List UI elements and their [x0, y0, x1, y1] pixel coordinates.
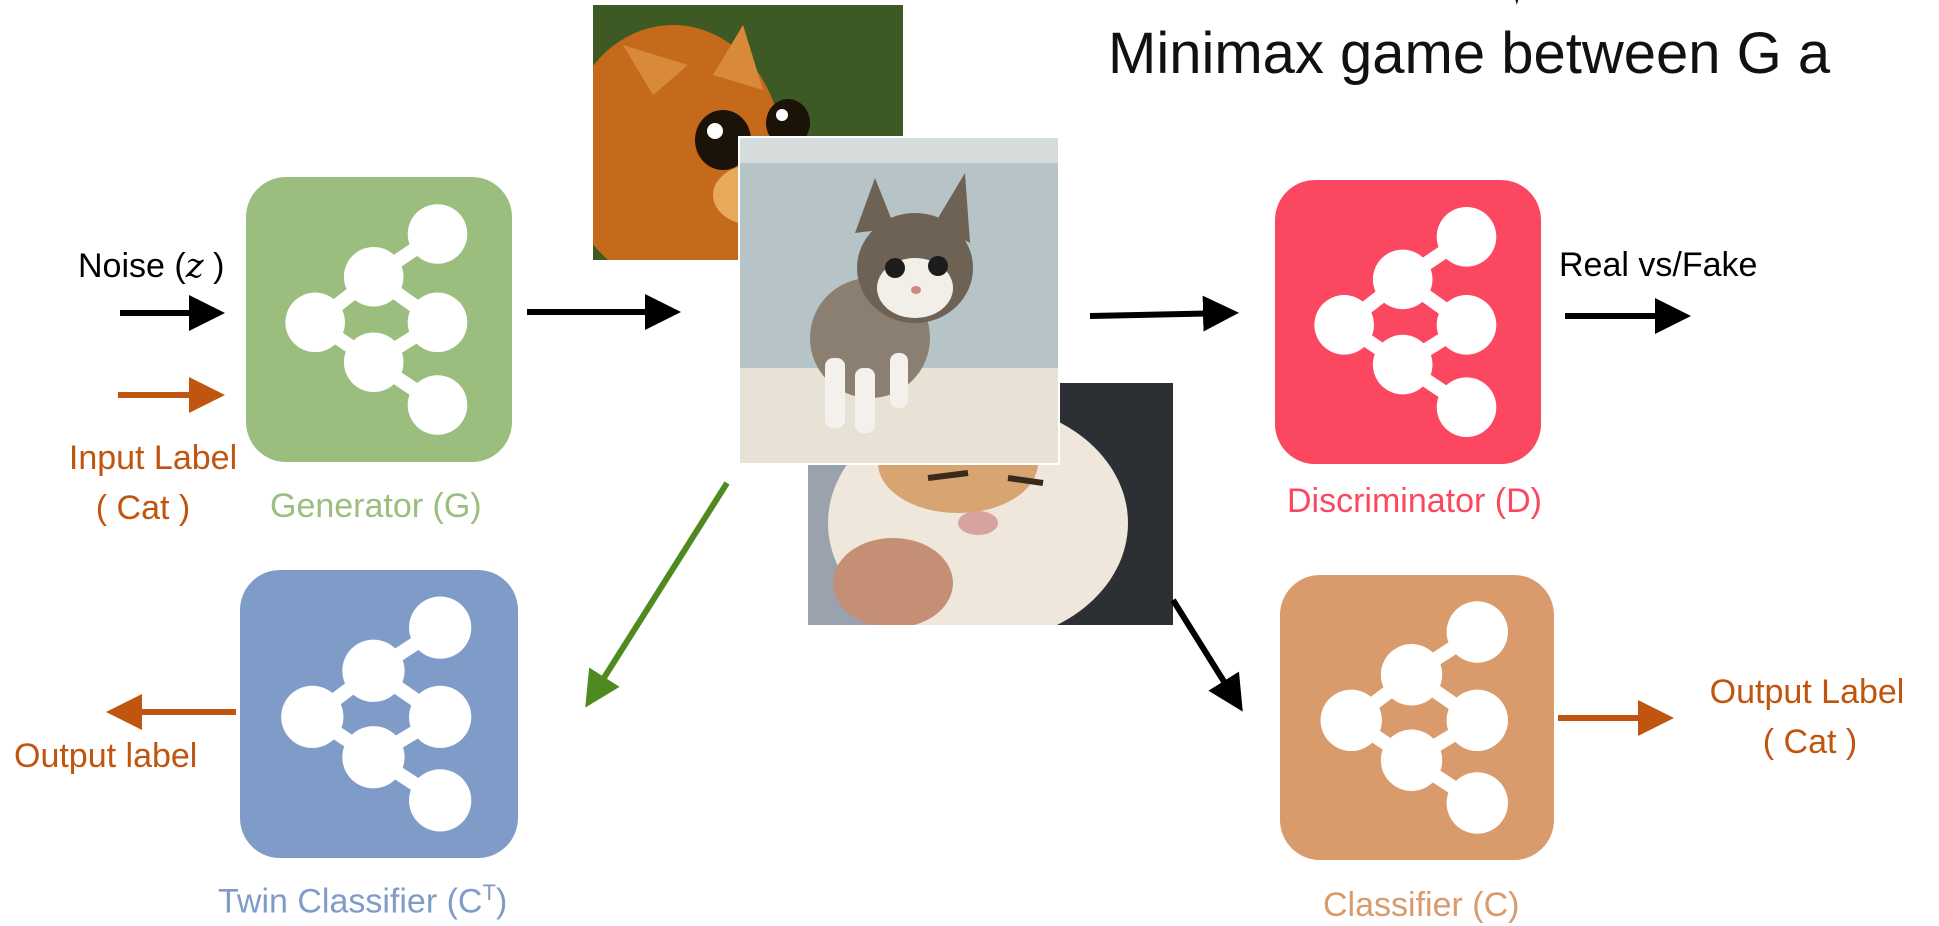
- generator-network: [246, 177, 512, 462]
- network-node: [409, 596, 472, 659]
- images-to-discriminator-arrow: [1089, 295, 1239, 332]
- network-node: [1446, 772, 1508, 834]
- discriminator-network: [1275, 180, 1541, 464]
- network-node: [1436, 377, 1497, 437]
- twin-classifier-label-tail: ): [495, 882, 508, 921]
- network-node: [1380, 729, 1443, 791]
- network-node: [343, 332, 404, 393]
- cat-photo-kitten: [740, 138, 1058, 463]
- network-node: [1380, 644, 1443, 706]
- network-node: [1446, 601, 1508, 663]
- twin-classifier-label-sup: T: [482, 880, 496, 905]
- network-icon: [1314, 207, 1497, 437]
- title-fragment: [1505, 0, 1531, 6]
- network-node: [1372, 249, 1433, 310]
- twin-output-label: Output label: [14, 737, 198, 775]
- network-node: [1320, 689, 1382, 752]
- network-icon: [281, 596, 472, 832]
- classifier-network: [1280, 575, 1554, 860]
- diagram-title: Minimax game between G a: [1108, 21, 1831, 86]
- network-node: [1372, 334, 1433, 395]
- network-node: [1314, 295, 1374, 355]
- input-label-line2: ( Cat ): [95, 489, 191, 527]
- network-node: [281, 685, 344, 749]
- network-icon: [1320, 601, 1508, 834]
- network-node: [1436, 207, 1497, 267]
- discriminator-label: Discriminator (D): [1287, 482, 1542, 520]
- output-label-line2: ( Cat ): [1762, 723, 1858, 761]
- network-node: [342, 639, 405, 702]
- network-node: [409, 685, 472, 749]
- network-node: [407, 292, 468, 353]
- network-node: [407, 375, 468, 435]
- input-label-line1: Input Label: [68, 439, 238, 477]
- network-node: [285, 292, 345, 353]
- twin-classifier-network: [240, 570, 518, 858]
- network-node: [409, 769, 472, 832]
- network-icon: [285, 204, 468, 435]
- network-node: [1446, 689, 1508, 752]
- network-node: [343, 246, 404, 307]
- classifier-label: Classifier (C): [1323, 886, 1520, 924]
- noise-input-label: Noise (z ): [78, 246, 225, 286]
- twin-classifier-label: Twin Classifier (CT): [218, 880, 507, 922]
- images-to-twin-arrow: [585, 481, 730, 708]
- network-node: [342, 726, 405, 789]
- generator-label: Generator (G): [270, 487, 482, 525]
- network-node: [1436, 295, 1497, 355]
- twin-classifier-label-main: Twin Classifier (C: [218, 882, 483, 921]
- network-node: [407, 204, 468, 264]
- output-label-line1: Output Label: [1709, 673, 1905, 711]
- real-vs-fake-label: Real vs/Fake: [1559, 246, 1758, 284]
- images-to-classifier-arrow: [1170, 598, 1243, 712]
